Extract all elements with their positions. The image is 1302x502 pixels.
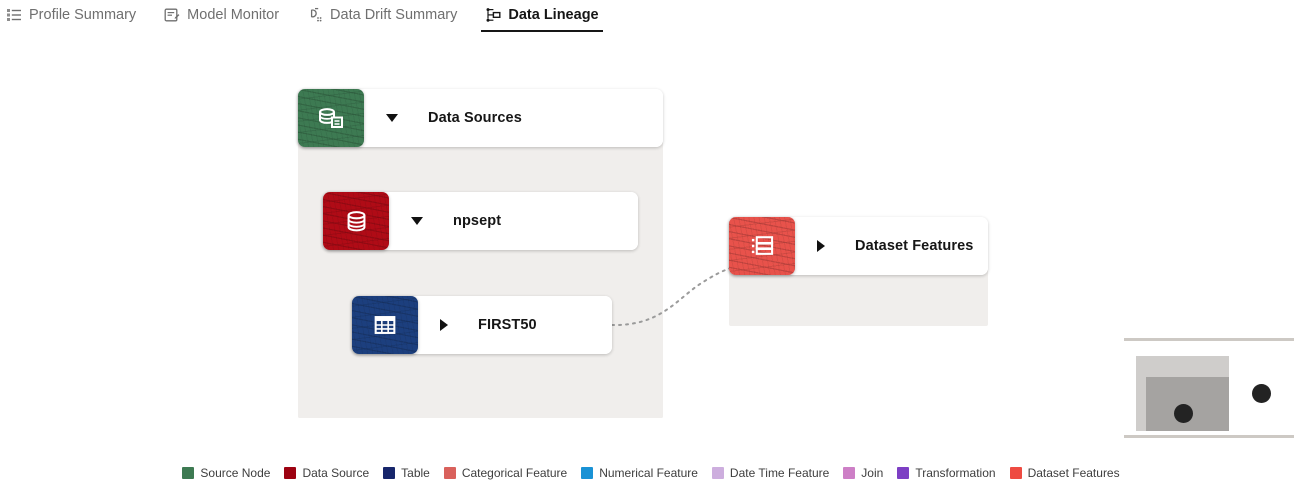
legend-swatch — [897, 467, 910, 479]
tab-label: Model Monitor — [187, 7, 280, 23]
chevron-down-icon[interactable] — [411, 217, 423, 225]
legend: Source Node Data Source Table Categorica… — [0, 466, 1302, 480]
legend-swatch — [581, 467, 594, 479]
minimap[interactable] — [1124, 338, 1294, 438]
legend-label: Transformation — [915, 466, 996, 480]
minimap-node-dot — [1252, 384, 1271, 403]
legend-label: Source Node — [200, 466, 271, 480]
legend-item-join: Join — [843, 466, 883, 480]
source-database-icon — [298, 89, 364, 147]
legend-swatch — [443, 467, 456, 479]
node-data-sources[interactable]: Data Sources — [298, 89, 663, 147]
legend-item-date-time-feature: Date Time Feature — [711, 466, 830, 480]
node-body[interactable]: Data Sources — [356, 89, 663, 147]
legend-item-data-source: Data Source — [284, 466, 369, 480]
legend-label: Dataset Features — [1027, 466, 1120, 480]
feature-list-icon — [729, 217, 795, 275]
node-first50[interactable]: FIRST50 — [352, 296, 612, 354]
legend-swatch — [843, 467, 856, 479]
minimap-inner[interactable] — [1124, 344, 1294, 432]
database-cylinder-icon — [323, 192, 389, 250]
lineage-canvas[interactable]: Data Sources npsept — [0, 40, 1302, 460]
model-monitor-icon — [164, 7, 180, 23]
tab-label: Data Lineage — [508, 7, 599, 23]
data-lineage-icon — [485, 7, 501, 23]
node-label: npsept — [453, 213, 502, 229]
table-grid-icon — [352, 296, 418, 354]
tab-data-lineage[interactable]: Data Lineage — [481, 7, 603, 32]
legend-label: Join — [861, 466, 884, 480]
tab-label: Data Drift Summary — [330, 7, 458, 23]
legend-label: Categorical Feature — [461, 466, 568, 480]
node-body[interactable]: FIRST50 — [410, 296, 612, 354]
legend-swatch — [284, 467, 297, 479]
node-npsept[interactable]: npsept — [323, 192, 638, 250]
legend-item-transformation: Transformation — [897, 466, 996, 480]
legend-label: Numerical Feature — [599, 466, 698, 480]
legend-label: Table — [401, 466, 430, 480]
legend-swatch — [182, 467, 195, 479]
node-label: Data Sources — [428, 110, 522, 126]
tab-model-monitor[interactable]: Model Monitor — [164, 7, 279, 32]
node-label: FIRST50 — [478, 317, 537, 333]
node-dataset-features[interactable]: Dataset Features — [729, 217, 988, 275]
tab-bar: Profile Summary Model Monitor Data Drift — [0, 0, 1302, 40]
legend-item-numerical-feature: Numerical Feature — [581, 466, 698, 480]
legend-item-dataset-features: Dataset Features — [1009, 466, 1120, 480]
chevron-down-icon[interactable] — [386, 114, 398, 122]
legend-swatch — [1009, 467, 1022, 479]
legend-item-categorical-feature: Categorical Feature — [443, 466, 568, 480]
node-body[interactable]: Dataset Features — [787, 217, 988, 275]
chevron-right-icon[interactable] — [817, 240, 825, 252]
badge-texture — [729, 217, 795, 275]
tab-profile-summary[interactable]: Profile Summary — [6, 7, 136, 32]
tab-label: Profile Summary — [29, 7, 137, 23]
node-body[interactable]: npsept — [381, 192, 638, 250]
legend-label: Data Source — [302, 466, 370, 480]
profile-summary-icon — [6, 7, 22, 23]
data-drift-summary-icon — [307, 7, 323, 23]
chevron-right-icon[interactable] — [440, 319, 448, 331]
node-label: Dataset Features — [855, 238, 974, 254]
minimap-node-dot — [1174, 404, 1193, 423]
badge-texture — [323, 192, 389, 250]
tab-data-drift-summary[interactable]: Data Drift Summary — [307, 7, 457, 32]
legend-swatch — [711, 467, 724, 479]
legend-swatch — [383, 467, 396, 479]
legend-item-table: Table — [383, 466, 430, 480]
legend-label: Date Time Feature — [729, 466, 830, 480]
legend-item-source-node: Source Node — [182, 466, 270, 480]
